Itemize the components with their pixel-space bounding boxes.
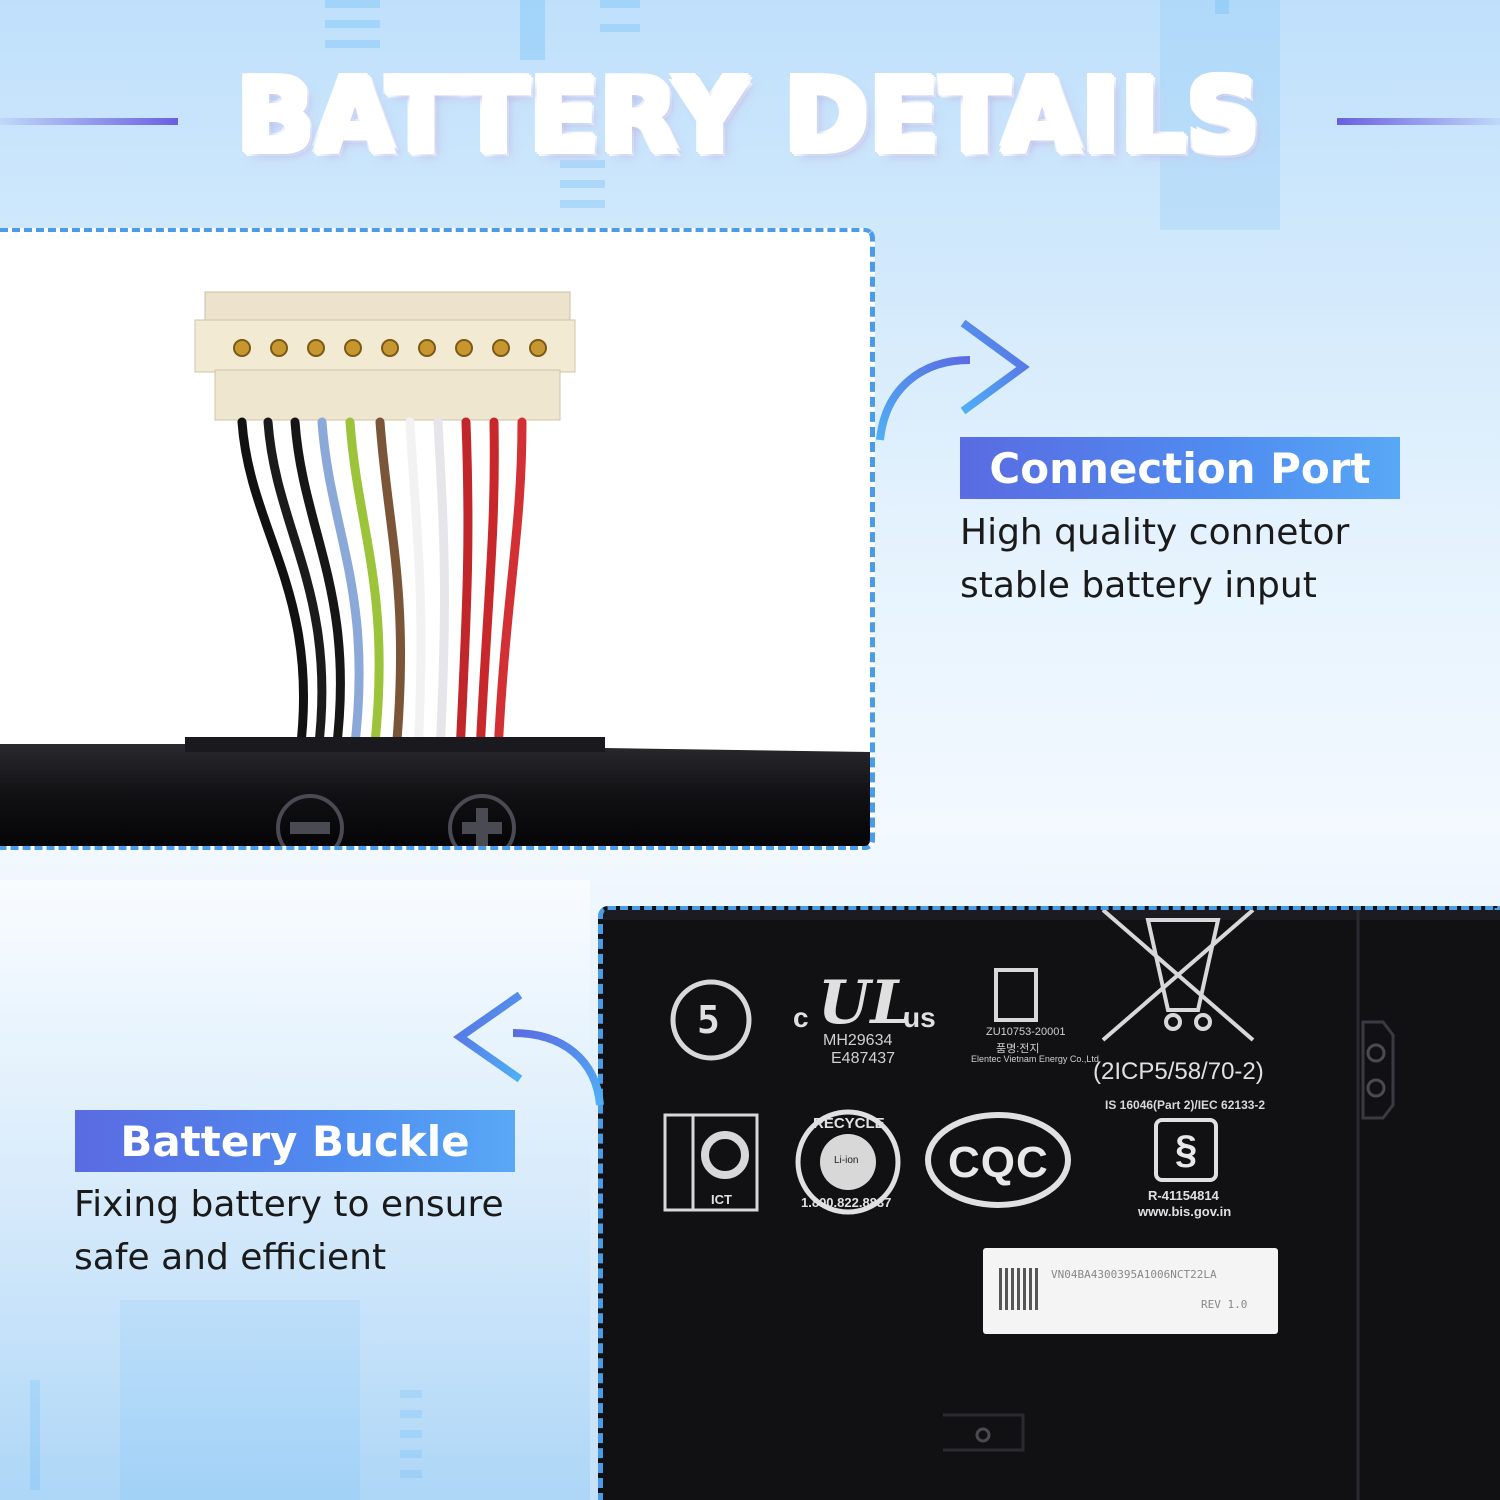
minus-terminal-icon [276,794,344,846]
bis-site: www.bis.gov.in [1138,1204,1232,1219]
kc-name: 품명:전지 [996,1043,1040,1055]
connection-port-description: High quality connetor stable battery inp… [960,506,1349,612]
ul-code-1: MH29634 [823,1032,893,1049]
serial-sticker: VN04BA4300395A1006NCT22LA REV 1.0 [983,1248,1278,1334]
title-decoration-left [0,118,178,125]
ul-mark: UL [818,968,913,1038]
connector-photo [0,228,875,850]
recycle-phone: 1.800.822.8837 [801,1195,892,1210]
cell-spec: (2ICP5/58/70-2) [1093,1058,1264,1085]
buckle-line-2: safe and efficient [74,1237,387,1278]
cqc-logo: CQC [948,1138,1049,1187]
curved-arrow-right-icon [876,319,1030,441]
connection-port-heading: Connection Port [960,437,1400,499]
kc-code: ZU10753-20001 [986,1026,1066,1038]
page-title: BATTERY DETAILS [0,58,1500,175]
ict-label: ICT [711,1192,732,1207]
recycle-inner-text: Li-ion [834,1155,859,1166]
kc-maker: Elentec Vietnam Energy Co.,Ltd [971,1054,1099,1064]
battery-buckle-description: Fixing battery to ensure safe and effici… [74,1178,504,1284]
plus-terminal-icon [448,794,516,846]
connection-line-1: High quality connetor [960,512,1350,553]
recycle-5-number: 5 [697,998,720,1042]
buckle-line-1: Fixing battery to ensure [74,1184,504,1225]
ul-suffix: us [903,1002,936,1033]
serial-number: VN04BA4300395A1006NCT22LA [1051,1268,1217,1281]
bis-mark: § [1175,1128,1198,1172]
ul-prefix: c [793,1002,809,1033]
standard-text: IS 16046(Part 2)/IEC 62133-2 [1105,1098,1266,1112]
bis-code: R-41154814 [1148,1188,1219,1203]
curved-arrow-left-icon [453,991,604,1106]
title-decoration-right [1337,118,1500,125]
recycle-top-text: RECYCLE [813,1115,885,1132]
qr-code [999,1268,1041,1310]
ul-code-2: E487437 [831,1050,896,1067]
connection-line-2: stable battery input [960,565,1317,606]
battery-buckle-heading: Battery Buckle [75,1110,515,1172]
revision: REV 1.0 [1201,1298,1248,1311]
battery-label-photo: 5 c UL us MH29634 E487437 ZU10753-20001 … [598,906,1500,1500]
